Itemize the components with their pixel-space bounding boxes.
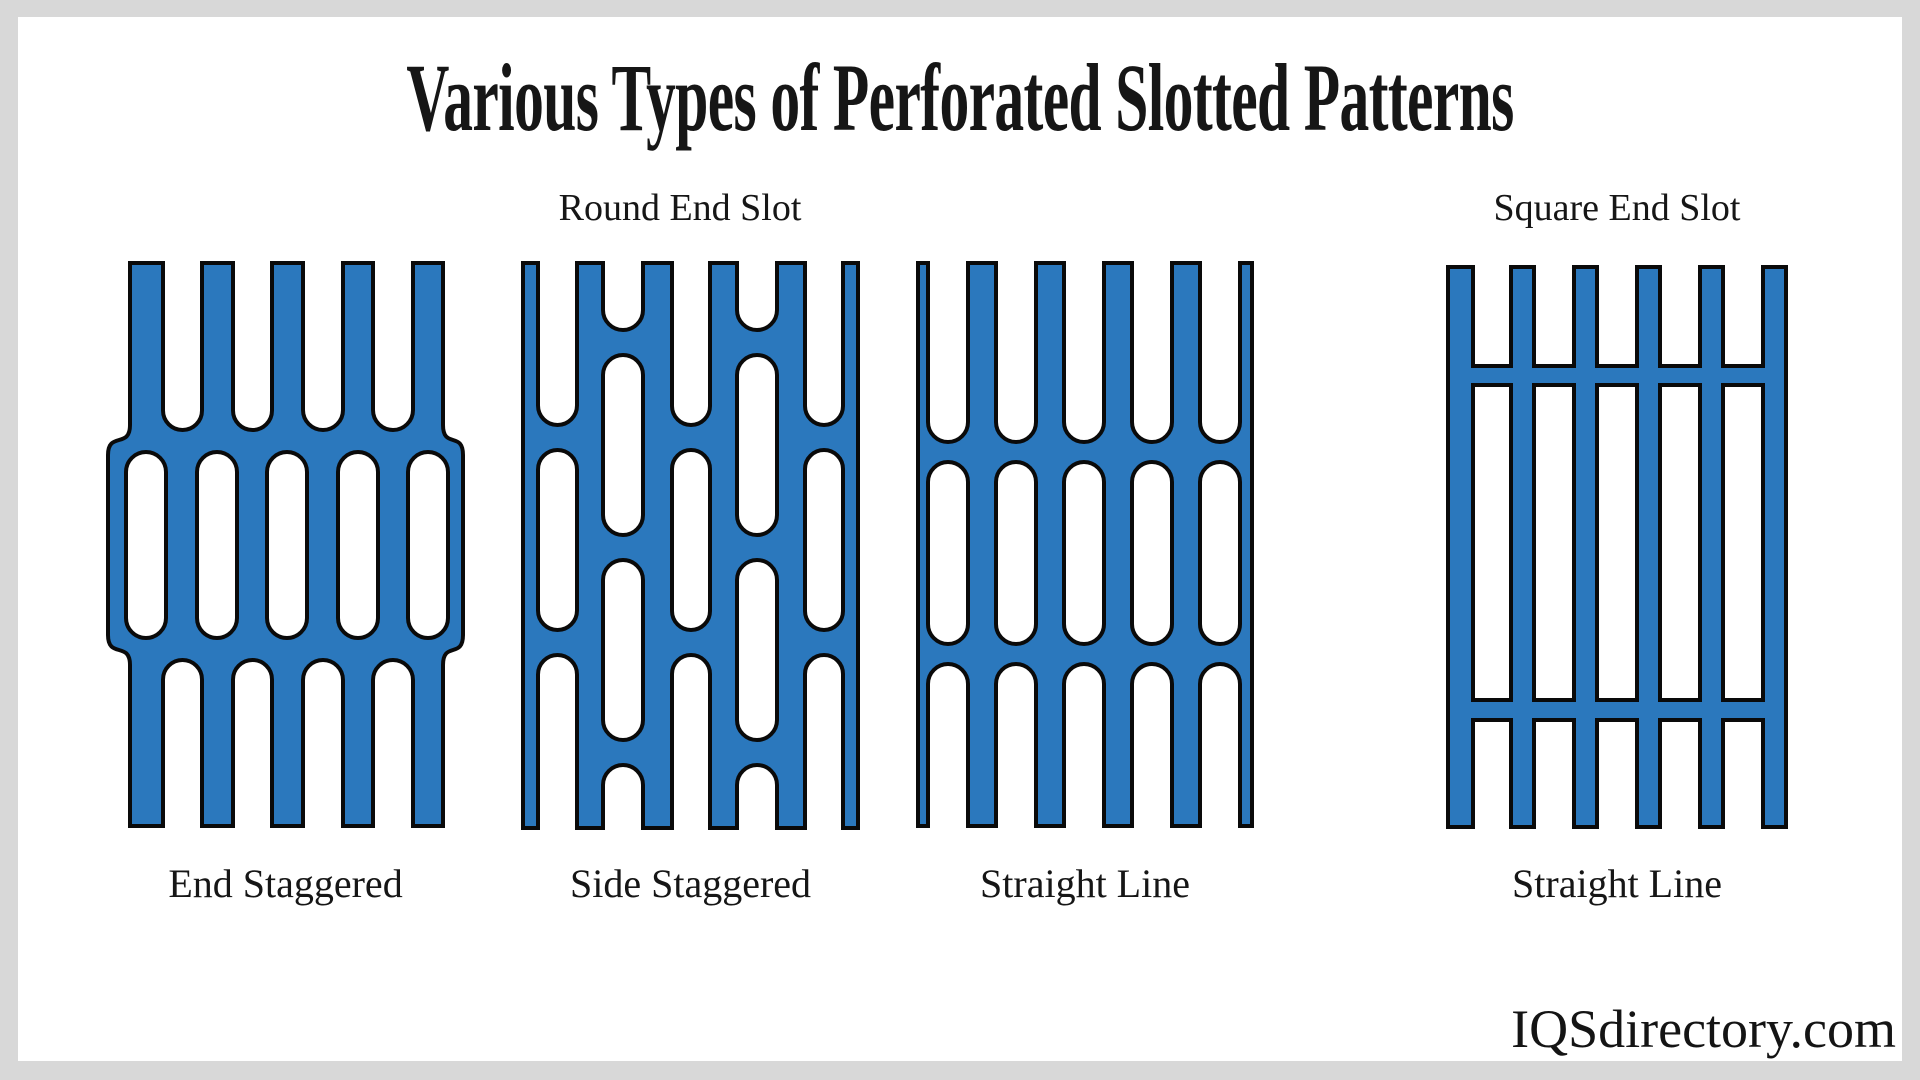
page-title: Various Types of Perforated Slotted Patt…	[406, 44, 1514, 151]
section-header-round-end-slot: Round End Slot	[558, 187, 802, 229]
section-header-square-end-slot: Square End Slot	[1493, 187, 1741, 229]
pattern-label-straight-line-square: Straight Line	[1512, 861, 1722, 906]
pattern-end-staggered-shape	[106, 261, 465, 828]
pattern-label-end-staggered: End Staggered	[168, 861, 403, 906]
pattern-side-staggered-shape	[521, 261, 860, 830]
pattern-label-side-staggered: Side Staggered	[569, 861, 812, 906]
pattern-straight-line-square-shape	[1446, 265, 1788, 829]
title-row: Various Types of Perforated Slotted Patt…	[0, 42, 1920, 153]
watermark-text: IQSdirectory.com	[1511, 999, 1896, 1059]
pattern-label-straight-line-round: Straight Line	[980, 861, 1190, 906]
pattern-straight-line-round-shape	[916, 261, 1254, 828]
